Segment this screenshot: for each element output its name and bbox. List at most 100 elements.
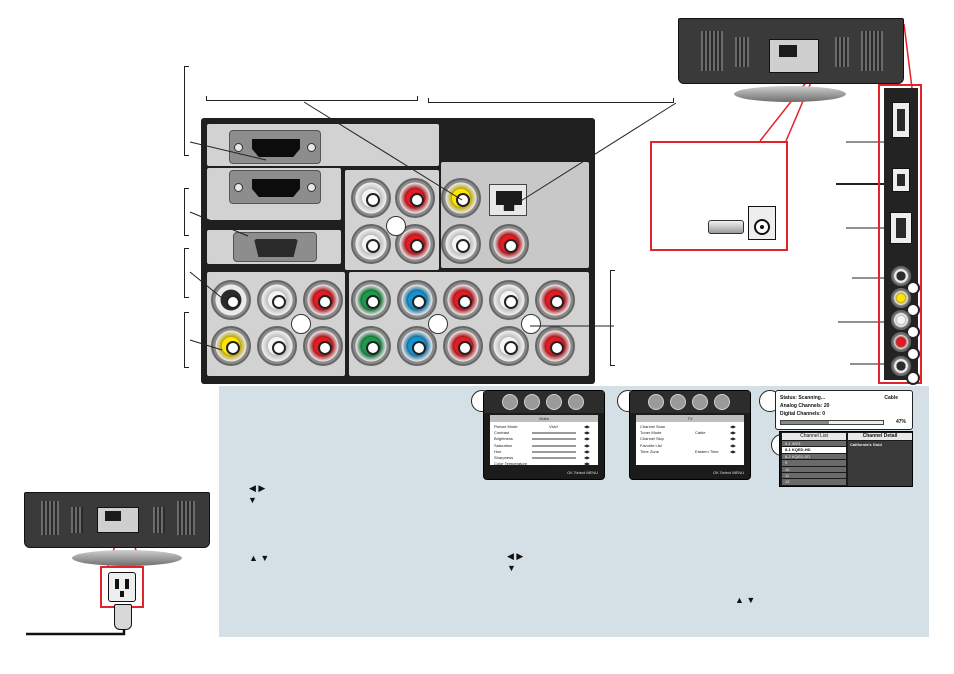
scan-status-screen: Status: Scanning... Cable Analog Channel… xyxy=(775,390,913,430)
rca-jack-icon xyxy=(303,280,343,320)
menu-row[interactable]: Tuner Mode Cable ◀▶ xyxy=(640,430,740,436)
menu-slider[interactable] xyxy=(532,432,576,435)
menu-slider[interactable] xyxy=(532,450,576,453)
s-video-jack-icon xyxy=(211,280,251,320)
rca-jack-icon xyxy=(489,326,529,366)
menu-row-label: Tuner Mode xyxy=(640,430,662,436)
menu-arrow-icon: ◀▶ xyxy=(583,436,590,442)
rca-jack-icon xyxy=(443,280,483,320)
channel-list-item[interactable]: 9 xyxy=(782,460,846,467)
power-plug-icon xyxy=(108,572,136,602)
usb-port-icon xyxy=(892,168,910,192)
menu-row-label: Color Temperature xyxy=(494,461,528,467)
rca-jack-icon xyxy=(395,224,435,264)
callout-bracket xyxy=(610,270,615,366)
callout-bracket xyxy=(184,312,189,368)
menu-row[interactable]: Sharpness ◀▶ xyxy=(494,455,594,461)
menu-row-value: Vivid xyxy=(549,424,558,429)
menu-arrow-icon: ◀▶ xyxy=(583,430,590,436)
scan-status-text: Status: Scanning... xyxy=(780,395,826,401)
digital-channels-text: Digital Channels: 0 xyxy=(780,411,826,417)
menu-row-label: Sharpness xyxy=(494,455,514,460)
scan-progress-text: 47% xyxy=(895,419,906,425)
menu-row[interactable]: Time Zone Eastern Time ◀▶ xyxy=(640,449,740,455)
menu-title: Video xyxy=(490,415,598,422)
hdmi-port-icon xyxy=(229,170,321,204)
rca-jack-icon xyxy=(489,280,529,320)
scan-progress-fill xyxy=(781,421,829,424)
rca-jack-icon xyxy=(535,326,575,366)
rca-jack-icon xyxy=(351,178,391,218)
rca-jack-icon xyxy=(891,332,920,361)
callout-bracket xyxy=(184,188,189,236)
left-right-arrow-icon: ◀ ▶ xyxy=(507,551,524,561)
down-arrow-icon: ▼ xyxy=(507,563,516,573)
menu-row-label: Favorite List xyxy=(640,442,662,448)
menu-arrow-icon: ◀▶ xyxy=(583,424,590,429)
rca-jack-icon xyxy=(441,224,481,264)
callout-bracket xyxy=(184,248,189,298)
scan-progress-track xyxy=(780,420,884,425)
channel-list-item[interactable]: 11 xyxy=(782,472,846,480)
rca-jack-icon xyxy=(489,224,529,264)
usb-port-icon xyxy=(892,102,910,138)
menu-row-value: Cable xyxy=(695,430,706,436)
channel-detail-title: Channel Detail xyxy=(848,433,912,440)
channel-list-item[interactable]: 8-2 KQED-SD xyxy=(782,453,846,461)
channel-list-title: Channel List xyxy=(782,433,846,440)
menu-row-label: Hue xyxy=(494,448,502,454)
menu-row[interactable]: Channel Scan ◀▶ xyxy=(640,424,740,430)
menu-arrow-icon: ◀▶ xyxy=(729,436,736,442)
vga-port-icon xyxy=(233,232,317,262)
tv-rear-thumbnail xyxy=(24,492,210,548)
coax-connector xyxy=(708,220,744,234)
menu-row[interactable]: Hue◀▶ xyxy=(494,449,594,455)
menu-slider[interactable] xyxy=(532,444,576,447)
menu-row-label: Time Zone xyxy=(640,448,659,454)
rca-jack-icon xyxy=(443,326,483,366)
menu-row[interactable]: Color Temperature◀▶ xyxy=(494,461,594,467)
menu-row[interactable]: Saturation◀▶ xyxy=(494,443,594,449)
channel-list-item[interactable]: 5-1 WZ3 xyxy=(782,441,846,448)
side-input-panel xyxy=(884,88,920,385)
channel-list-item[interactable]: 10 xyxy=(782,466,846,473)
tv-stand xyxy=(72,550,182,566)
step-badge xyxy=(386,216,406,236)
rca-jack-icon xyxy=(351,326,391,366)
menu-row[interactable]: Brightness ◀▶ xyxy=(494,436,594,442)
channel-detail-text: California's Gold xyxy=(848,441,912,486)
rca-jack-icon xyxy=(257,326,297,366)
menu-footer: OK Select MENU xyxy=(567,470,598,475)
scan-source-text: Cable xyxy=(884,395,898,401)
callout-bracket xyxy=(428,98,674,103)
menu-arrow-icon: ◀▶ xyxy=(729,442,736,448)
analog-channels-text: Analog Channels: 20 xyxy=(780,403,830,409)
menu-arrow-icon: ◀▶ xyxy=(729,448,736,454)
up-down-arrow-icon: ▲ ▼ xyxy=(735,595,756,605)
menu-slider[interactable] xyxy=(532,457,576,459)
menu-row-label: Channel Scan xyxy=(640,424,666,429)
menu-slider[interactable] xyxy=(532,438,576,441)
down-arrow-icon: ▼ xyxy=(248,495,257,505)
menu-arrow-icon: ◀▶ xyxy=(729,430,736,436)
menu-arrow-icon: ◀▶ xyxy=(729,424,736,429)
channel-list-item[interactable]: 12 xyxy=(782,479,846,486)
menu-row[interactable]: Channel Skip◀▶ xyxy=(640,436,740,442)
channel-list-item[interactable]: 8-1 KQED-HD xyxy=(782,447,846,454)
menu-row[interactable]: Contrast◀▶ xyxy=(494,430,594,436)
ethernet-port-icon xyxy=(489,184,527,216)
menu-row-label: Brightness xyxy=(494,436,513,442)
rca-jack-icon xyxy=(211,326,251,366)
menu-arrow-icon: ◀▶ xyxy=(583,467,590,473)
rca-jack-icon xyxy=(395,178,435,218)
tv-rear-thumbnail xyxy=(678,18,904,84)
menu-row[interactable]: Favorite List ◀▶ xyxy=(640,443,740,449)
menu-row-value: Eastern Time xyxy=(695,448,719,454)
menu-arrow-icon: ◀▶ xyxy=(583,455,590,460)
rca-jack-icon xyxy=(397,280,437,320)
